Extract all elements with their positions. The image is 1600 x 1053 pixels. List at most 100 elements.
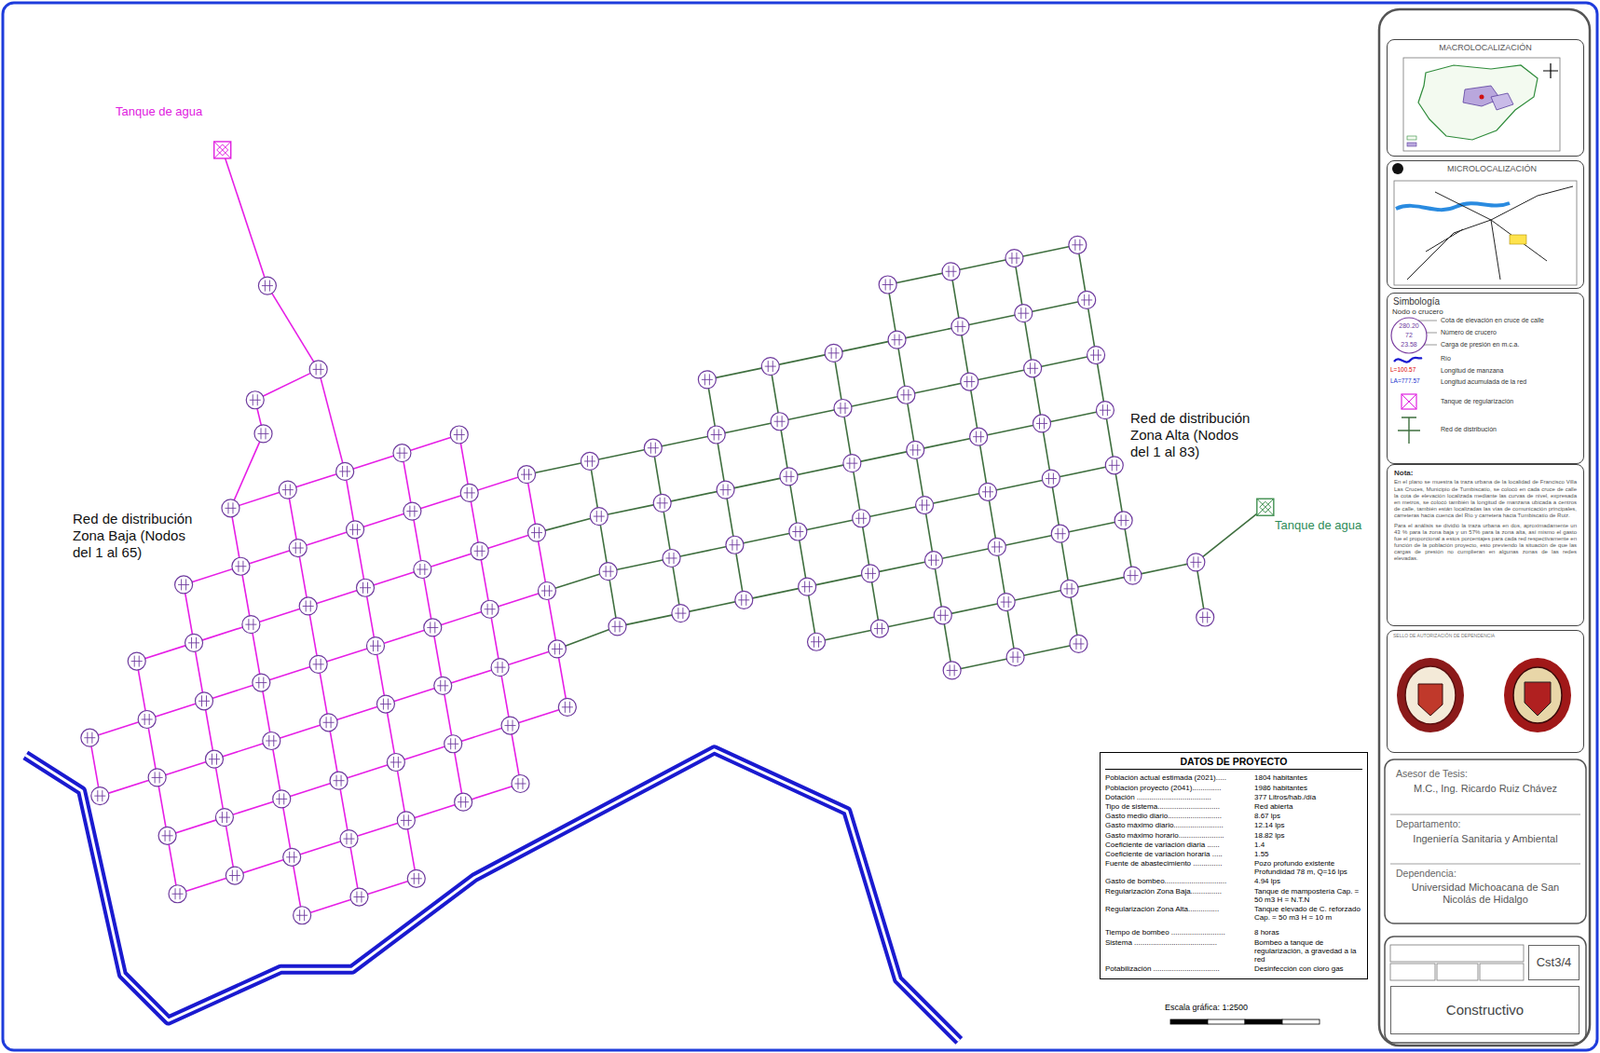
junction-symbol [951, 317, 970, 336]
junction-symbol [319, 713, 338, 732]
junction-symbol [185, 633, 204, 652]
junction-symbol [970, 427, 988, 446]
tank-label: Tanque de agua [115, 104, 247, 120]
scale-bar [1207, 1019, 1245, 1025]
junction-symbol [480, 600, 499, 618]
junction-symbol [924, 551, 943, 570]
pipe-high-zone [943, 601, 1007, 616]
junction-symbol [906, 440, 925, 459]
pipe-high-zone [680, 600, 744, 614]
junction-symbol [1068, 235, 1087, 254]
junction-symbol [413, 560, 432, 579]
junction-symbol [824, 343, 843, 362]
junction-symbol [725, 535, 744, 554]
junction-symbol [888, 330, 906, 349]
junction-symbol [218, 811, 231, 823]
faculty-seal [1513, 667, 1562, 724]
panel-heading: SELLO DE AUTORIZACIÓN DE DEPENDENCIA [1393, 633, 1578, 640]
junction-symbol [916, 496, 934, 515]
junction-symbol [127, 652, 146, 671]
pipe-high-zone [879, 615, 944, 629]
drawing-type: Constructivo [1390, 985, 1580, 1035]
junction-symbol [987, 537, 1006, 556]
scale-label: Escala gráfica: 1:2500 [1164, 1002, 1352, 1013]
junction-symbol [662, 548, 681, 567]
scale-bar [1282, 1019, 1320, 1025]
pipe-sample [1397, 417, 1421, 444]
junction-symbol [514, 778, 526, 790]
pipe-high-zone [1060, 519, 1124, 534]
junction-symbol [891, 334, 903, 346]
pipe-high-zone [716, 421, 780, 435]
junction-symbol [855, 512, 867, 524]
pipe-high-zone [806, 573, 871, 587]
junction-symbol [1095, 401, 1114, 420]
junction-symbol [162, 830, 174, 842]
junction-symbol [1033, 414, 1052, 433]
table-key: Regularización Zona Alta............... [1105, 904, 1251, 922]
junction-symbol [261, 280, 274, 292]
sample-cumulative-length: LA=777.57 [1390, 377, 1437, 384]
sample-pressure: 23.58 [1394, 341, 1423, 349]
junction-symbol [1099, 404, 1111, 416]
pipe-high-zone [1023, 300, 1087, 314]
junction-symbol [735, 590, 753, 609]
junction-symbol [537, 582, 556, 601]
table-value: 1804 habitantes [1254, 773, 1363, 782]
tank-symbol [1257, 498, 1274, 516]
junction-symbol [245, 618, 257, 630]
junction-symbol [221, 499, 240, 518]
junction-symbol [242, 615, 260, 634]
pipe-high-zone [779, 408, 844, 422]
note-panel: Nota:En el plano se muestra la traza urb… [1386, 464, 1585, 627]
junction-symbol [716, 480, 735, 499]
junction-symbol [608, 617, 627, 636]
table-value: Tanque elevado de C. reforzado Cap. = 50… [1254, 904, 1363, 922]
note-heading: Nota: [1394, 468, 1577, 478]
junction-symbol [697, 370, 716, 389]
junction-symbol [380, 698, 392, 711]
pipe-high-zone [653, 434, 717, 448]
table-value: Red abierta [1254, 802, 1363, 811]
junction-symbol [1024, 359, 1042, 378]
pipe-high-zone [743, 587, 807, 601]
pipe-low-zone [230, 433, 263, 508]
junction-symbol [234, 560, 247, 573]
junction-symbol [188, 637, 200, 649]
pipe-low-zone [255, 369, 319, 400]
junction-symbol [1010, 651, 1022, 663]
junction-symbol [611, 620, 623, 632]
scale-bar [1170, 1019, 1208, 1025]
junction-symbol [810, 636, 822, 648]
sample-node-number: 72 [1394, 331, 1423, 340]
junction-symbol [407, 869, 425, 888]
map-frame [1403, 57, 1560, 151]
tank-sample [1401, 394, 1417, 410]
junction-symbol [888, 330, 906, 349]
junction-symbol [505, 720, 517, 732]
pipe-high-zone [952, 656, 1016, 671]
pipe-high-zone [959, 313, 1024, 327]
junction-symbol [1051, 524, 1069, 543]
junction-symbol [561, 701, 574, 713]
junction-symbol [444, 735, 463, 753]
junction-symbol [1006, 648, 1025, 667]
map-panel: MACROLOCALIZACIÓN [1386, 39, 1585, 157]
north-arrow [1543, 63, 1559, 79]
junction-symbol [137, 710, 156, 728]
junction-symbol [376, 695, 395, 713]
table-key: Población actual estimada (2021)..... [1105, 773, 1251, 782]
pipe-high-zone [978, 423, 1042, 437]
scale-bar [1244, 1019, 1283, 1025]
junction-symbol [460, 483, 479, 502]
pipe-high-zone [816, 629, 880, 643]
junction-symbol [551, 642, 563, 655]
pipe-high-zone [707, 366, 771, 380]
junction-symbol [407, 869, 425, 888]
pipe-high-zone [599, 503, 663, 517]
junction-symbol [254, 424, 273, 443]
junction-symbol [249, 394, 261, 406]
junction-symbol [861, 564, 880, 583]
junction-symbol [945, 265, 958, 277]
credit-box: Asesor de Tesis:M.C., Ing. Ricardo Ruiz … [1390, 765, 1581, 813]
